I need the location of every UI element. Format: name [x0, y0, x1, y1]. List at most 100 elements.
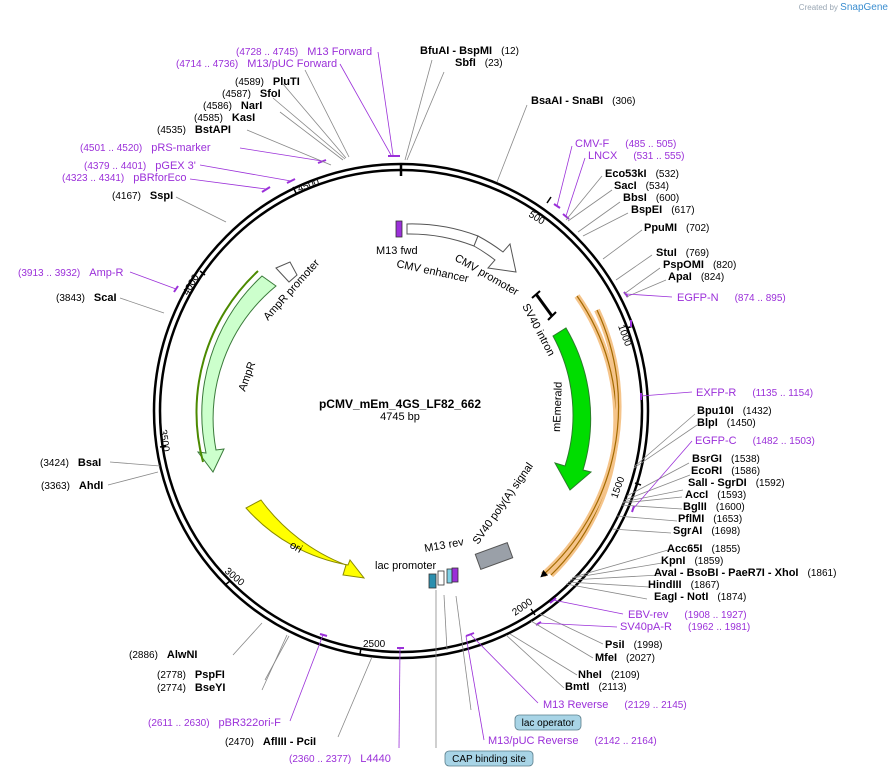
site-bglii-pos: (1600) [716, 502, 745, 513]
site-alwni: AlwNI [167, 649, 198, 661]
site-alwni-pos: (2886) [129, 650, 158, 661]
site-xhoi: XhoI [775, 567, 799, 579]
site-labels: BfuAI - BspMI(12) SbfI(23) BsaAI - SnaBI… [40, 45, 836, 748]
svg-text:(2778)PspFI: (2778)PspFI [157, 669, 225, 681]
svg-text:LNCX(531 .. 555): LNCX(531 .. 555) [588, 150, 685, 162]
site-sep-2: - [562, 95, 572, 107]
lac-marker-3 [446, 568, 453, 584]
site-apai: ApaI [668, 271, 692, 283]
plasmid-name: pCMV_mEm_4GS_LF82_662 [319, 397, 481, 411]
primer-prs: pRS-marker [151, 142, 211, 154]
site-eagi: EagI [654, 591, 677, 603]
site-sfoi: SfoI [260, 88, 281, 100]
svg-text:KpnI(1859): KpnI(1859) [661, 555, 723, 567]
svg-text:(2774)BseYI: (2774)BseYI [157, 682, 225, 694]
site-mfei-pos: (2027) [626, 653, 655, 664]
svg-text:Eco53kI(532): Eco53kI(532) [605, 168, 679, 180]
site-noti-pos: (1874) [717, 592, 746, 603]
label-ampr: AmpR [237, 360, 259, 393]
site-bspmi: BspMI [459, 45, 492, 57]
site-sep-8: - [287, 736, 297, 748]
site-kasi: KasI [232, 112, 255, 124]
svg-text:PflMI(1653): PflMI(1653) [678, 513, 742, 525]
primer-m13rev-pos: (2129 .. 2145) [624, 700, 686, 711]
site-sbfi-pos: (23) [485, 58, 503, 69]
primer-m13fwd: M13 Forward [307, 46, 372, 58]
site-sgrai-pos: (1698) [711, 526, 740, 537]
svg-text:SbfI(23): SbfI (23) [455, 57, 503, 69]
primer-l4440-pos: (2360 .. 2377) [289, 754, 351, 765]
label-sv40-intron: SV40 intron [519, 302, 557, 358]
primer-egfpc-pos: (1482 .. 1503) [753, 436, 815, 447]
svg-text:ApaI(824): ApaI(824) [668, 271, 724, 283]
svg-text:BfuAI - BspMI(12): BfuAI - BspMI(12) [420, 45, 519, 57]
svg-text:EGFP-N(874 .. 895): EGFP-N(874 .. 895) [677, 292, 786, 304]
primer-m13puc-pos: (4714 .. 4736) [176, 59, 238, 70]
site-psii: PsiI [605, 639, 625, 651]
site-scai: ScaI [94, 292, 117, 304]
svg-text:(3363)AhdI: (3363)AhdI [41, 480, 103, 492]
primer-sv40par: SV40pA-R [620, 621, 672, 633]
svg-text:(4501 .. 4520)pRS-marker: (4501 .. 4520)pRS-marker [80, 142, 211, 154]
site-bbsi-pos: (600) [656, 193, 679, 204]
label-ori: ori [288, 539, 305, 556]
svg-text:(2470)AflIII - PciI: (2470)AflIII - PciI [225, 736, 316, 748]
site-pspomi: PspOMI [663, 259, 704, 271]
lac-marker-1 [428, 573, 437, 589]
site-bfuai-pos: (12) [501, 46, 519, 57]
svg-text:BlpI(1450): BlpI(1450) [697, 417, 756, 429]
primer-m13pucrev: M13/pUC Reverse [488, 735, 578, 747]
primer-ebvrev-pos: (1908 .. 1927) [684, 610, 746, 621]
cmv-promoter-arrow [473, 235, 517, 273]
site-pflmi-pos: (1653) [713, 514, 742, 525]
site-ahdi: AhdI [79, 480, 103, 492]
label-memerald: mEmerald [551, 382, 565, 433]
primer-lncx: LNCX [588, 150, 618, 162]
svg-text:PspOMI(820): PspOMI (820) [663, 259, 736, 271]
site-mfei: MfeI [595, 652, 617, 664]
label-m13fwd: M13 fwd [376, 245, 418, 257]
svg-text:MfeI(2027): MfeI (2027) [595, 652, 655, 664]
svg-text:(4728 .. 4745)M13 Forward: (4728 .. 4745)M13 Forward [236, 46, 372, 58]
label-sv40-polya: SV40 poly(A) signal [471, 461, 536, 547]
svg-text:CMV-F(485 .. 505): CMV-F(485 .. 505) [575, 138, 676, 150]
site-kasi-pos: (4585) [194, 113, 223, 124]
svg-text:(4535)BstAPI: (4535) BstAPI [157, 124, 231, 136]
primer-sv40par-pos: (1962 .. 1981) [688, 622, 750, 633]
site-pluti: PluTI [273, 76, 300, 88]
primer-m13puc: M13/pUC Forward [247, 58, 337, 70]
svg-text:SalI - SgrDI(1592): SalI - SgrDI(1592) [688, 477, 785, 489]
svg-text:(4586)NarI: (4586)NarI [203, 100, 262, 112]
site-bsobi: BsoBI [687, 567, 719, 579]
site-ppumi-pos: (702) [686, 223, 709, 234]
primer-pgex: pGEX 3' [155, 160, 196, 172]
primer-l4440: L4440 [360, 753, 391, 765]
site-bsrgi: BsrGI [692, 453, 722, 465]
primer-egfpn: EGFP-N [677, 292, 719, 304]
site-bsai: BsaI [78, 457, 101, 469]
site-bsrgi-pos: (1538) [731, 454, 760, 465]
site-noti: NotI [687, 591, 708, 603]
svg-text:HindIII(1867): HindIII(1867) [648, 579, 720, 591]
site-bstapi: BstAPI [195, 124, 231, 136]
primer-m13pucrev-pos: (2142 .. 2164) [594, 736, 656, 747]
svg-text:BspEI(617): BspEI(617) [631, 204, 695, 216]
svg-text:(4587)SfoI: (4587)SfoI [222, 88, 281, 100]
site-bfuai: BfuAI [420, 45, 449, 57]
site-acc65i-pos: (1855) [711, 544, 740, 555]
svg-text:EcoRI(1586): EcoRI(1586) [691, 465, 760, 477]
svg-text:M13/pUC Reverse(2142 .. 2164): M13/pUC Reverse (2142 .. 2164) [488, 735, 657, 747]
svg-text:(3424)BsaI: (3424)BsaI [40, 457, 101, 469]
site-saci-pos: (534) [646, 181, 669, 192]
site-pspomi-pos: (820) [713, 260, 736, 271]
site-kpni-pos: (1859) [694, 556, 723, 567]
site-sbfi: SbfI [455, 57, 476, 69]
site-pspfi-pos: (2778) [157, 670, 186, 681]
site-bstapi-pos: (4535) [157, 125, 186, 136]
primer-cmvf: CMV-F [575, 138, 610, 150]
site-paer7i: PaeR7I [728, 567, 765, 579]
site-bglii: BglII [683, 501, 707, 513]
svg-text:(3843)ScaI: (3843)ScaI [56, 292, 117, 304]
site-bpu10i: Bpu10I [697, 405, 734, 417]
site-sgrai: SgrAI [673, 525, 702, 537]
